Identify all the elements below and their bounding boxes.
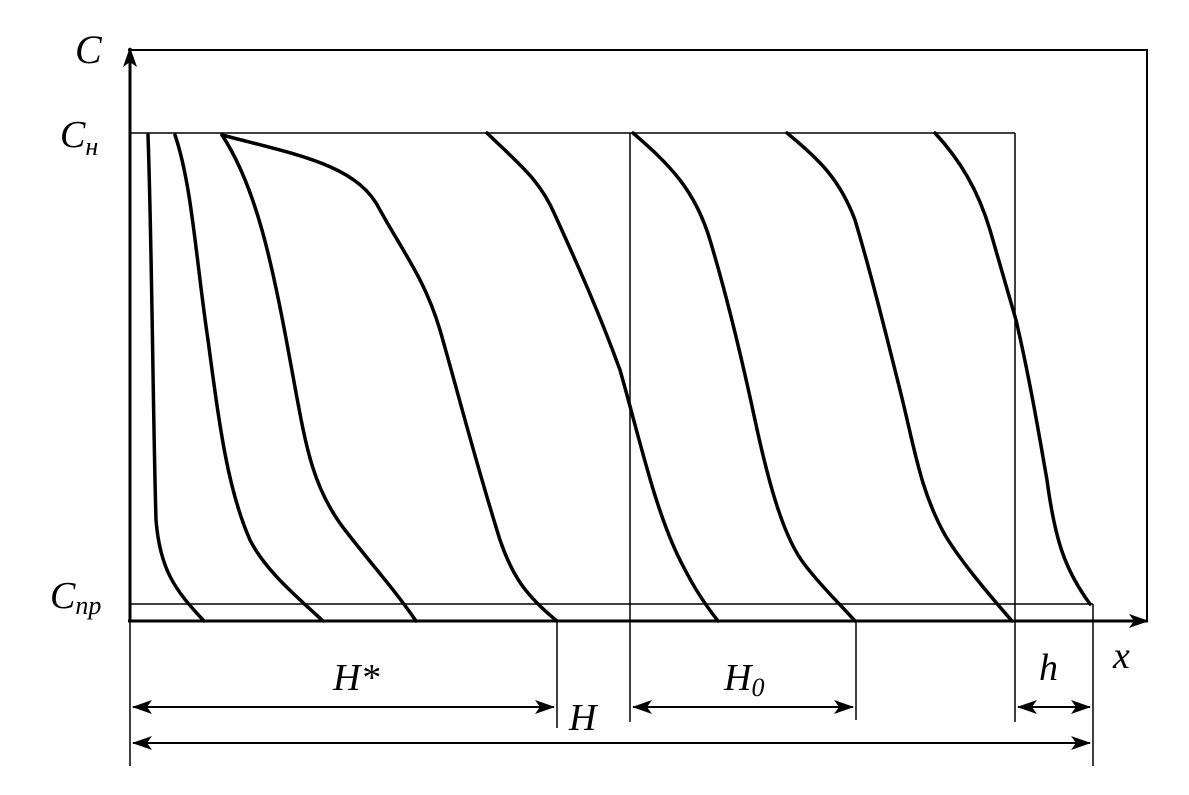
profile-curve-6 bbox=[631, 131, 857, 623]
profile-curve-2 bbox=[173, 133, 325, 623]
c-n-label-main: C bbox=[60, 114, 86, 156]
outer-frame bbox=[128, 49, 1148, 621]
profile-curve-1 bbox=[146, 133, 206, 623]
h-total-label: H bbox=[568, 697, 599, 739]
profile-curve-8 bbox=[933, 131, 1092, 606]
c-pr-label-sub: пр bbox=[75, 591, 101, 620]
h0-label: H0 bbox=[723, 657, 764, 702]
profile-curve-5 bbox=[485, 131, 720, 623]
h-small-label: h bbox=[1039, 647, 1058, 689]
c-pr-label-main: C bbox=[50, 575, 76, 617]
profile-curve-7 bbox=[785, 131, 1014, 623]
h0-label-sub: 0 bbox=[751, 673, 764, 702]
x-axis-label: x bbox=[1112, 635, 1130, 677]
h0-label-main: H bbox=[723, 657, 754, 699]
c-n-label-sub: н bbox=[85, 132, 98, 161]
c-n-label: Cн bbox=[60, 114, 98, 161]
concentration-curves bbox=[146, 131, 1092, 623]
y-axis-label: C bbox=[75, 27, 103, 72]
h-star-label: H* bbox=[332, 657, 379, 699]
profile-curve-3 bbox=[220, 133, 418, 623]
c-pr-label: Cпр bbox=[50, 575, 101, 620]
profile-curve-4 bbox=[220, 133, 559, 623]
